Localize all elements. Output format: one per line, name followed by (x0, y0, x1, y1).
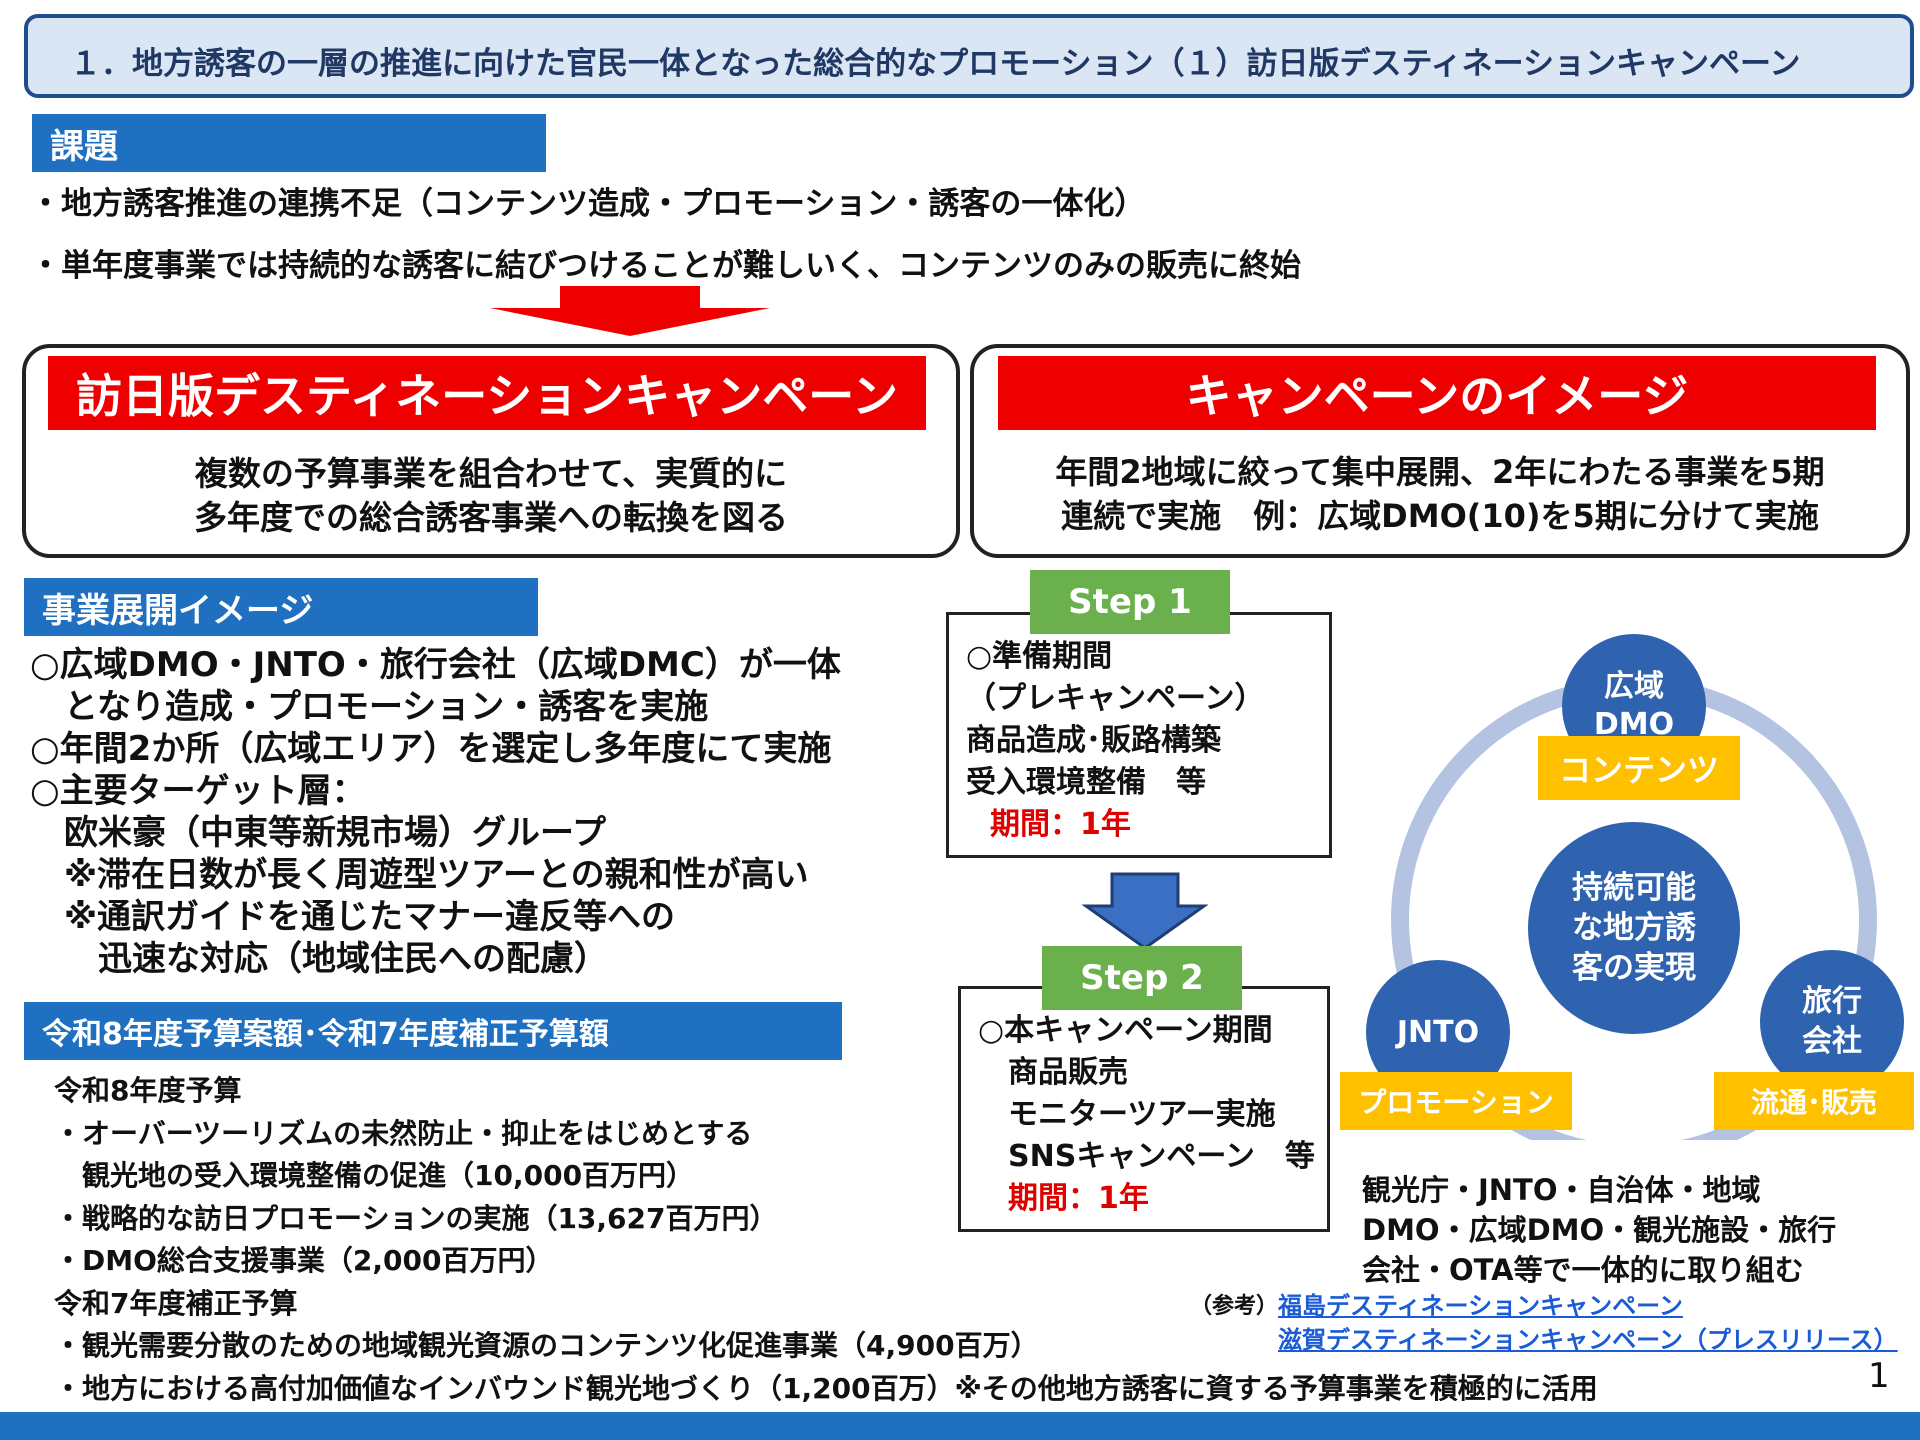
title-bar (24, 14, 1914, 98)
step2-line: ○本キャンペーン期間 (978, 1013, 1273, 1048)
business-line: ※通訳ガイドを通じたマナー違反等への (30, 897, 676, 937)
campaign-line-2: 多年度での総合誘客事業への転換を図る (194, 498, 788, 537)
step2-line: モニターツアー実施 (978, 1097, 1276, 1132)
business-line: ※滞在日数が長く周遊型ツアーとの親和性が高い (30, 855, 809, 895)
campaign-image-heading: キャンペーンのイメージ (998, 356, 1876, 430)
business-line: ○年間2か所（広域エリア）を選定し多年度にて実施 (30, 729, 832, 769)
step2-period: 期間：1年 (978, 1181, 1149, 1216)
reference-label: （参考） (1190, 1294, 1279, 1319)
budget-line: 令和8年度予算 (54, 1074, 242, 1107)
step1-period: 期間：1年 (990, 807, 1131, 842)
footer-bar (0, 1412, 1920, 1440)
step2-tab: Step 2 (1042, 946, 1242, 1010)
budget-line: 令和7年度補正予算 (54, 1286, 298, 1320)
step1-line: 受入環境整備 等 (966, 765, 1206, 800)
budget-line: ・オーバーツーリズムの未然防止・抑止をはじめとする (54, 1116, 753, 1150)
image-line-1: 年間2地域に絞って集中展開、2年にわたる事業を5期 (1055, 453, 1825, 491)
page-number: 1 (1868, 1356, 1890, 1396)
stakeholders-line: 会社・OTA等で一体的に取り組む (1362, 1253, 1804, 1287)
step2-line: 商品販売 (978, 1055, 1128, 1090)
stakeholders: 観光庁・JNTO・自治体・地域 DMO・広域DMO・観光施設・旅行 会社・OTA… (1362, 1170, 1836, 1290)
budget-line: ・観光需要分散のための地域観光資源のコンテンツ化促進事業（4,900百万） (54, 1329, 1039, 1362)
step-arrow-icon (1082, 872, 1208, 950)
step2-line: SNSキャンペーン 等 (978, 1139, 1315, 1174)
budget-line: 観光地の受入環境整備の促進（10,000百万円） (54, 1159, 695, 1192)
step1-content: ○準備期間 （プレキャンペーン） 商品造成･販路構築 受入環境整備 等 期間：1… (966, 636, 1265, 846)
page-title: １．地方誘客の一層の推進に向けた官民一体となった総合的なプロモーション（１）訪日… (70, 46, 1801, 82)
business-line: となり造成・プロモーション・誘客を実施 (30, 687, 709, 727)
center-circle: 持続可能 な地方誘 客の実現 (1528, 822, 1740, 1034)
business-line: 欧米豪（中東等新規市場）グループ (30, 813, 606, 853)
step1-line: 商品造成･販路構築 (966, 723, 1221, 758)
step1-box (946, 612, 1332, 858)
campaign-heading: 訪日版デスティネーションキャンペーン (48, 356, 926, 430)
business-lines: ○広域DMO・JNTO・旅行会社（広域DMC）が一体 となり造成・プロモーション… (30, 644, 841, 980)
stakeholders-line: DMO・広域DMO・観光施設・旅行 (1362, 1213, 1837, 1247)
issue-line-2: ・単年度事業では持続的な誘客に結びつけることが難しいく、コンテンツのみの販売に終… (30, 248, 1301, 284)
tag-promotion: プロモーション (1340, 1072, 1572, 1130)
budget-lines: 令和8年度予算 ・オーバーツーリズムの未然防止・抑止をはじめとする 観光地の受入… (54, 1070, 1598, 1410)
business-line: 迅速な対応（地域住民への配慮） (30, 939, 608, 979)
issues-label: 課題 (32, 114, 546, 172)
business-line: ○広域DMO・JNTO・旅行会社（広域DMC）が一体 (30, 645, 841, 685)
budget-line: ・地方における高付加価値なインバウンド観光地づくり（1,200百万）※その他地方… (54, 1371, 1598, 1405)
reference-link-shiga[interactable]: 滋賀デスティネーションキャンペーン（プレスリリース） (1278, 1326, 1898, 1354)
step2-content: ○本キャンペーン期間 商品販売 モニターツアー実施 SNSキャンペーン 等 期間… (978, 1010, 1315, 1220)
step1-line: ○準備期間 (966, 639, 1113, 674)
budget-label: 令和8年度予算案額･令和7年度補正予算額 (24, 1002, 842, 1060)
stakeholders-line: 観光庁・JNTO・自治体・地域 (1362, 1173, 1761, 1207)
circle-travel-agency: 旅行 会社 (1760, 950, 1904, 1094)
reference-link-fukushima[interactable]: 福島デスティネーションキャンペーン (1278, 1292, 1683, 1320)
business-label: 事業展開イメージ (24, 578, 538, 636)
issue-line-1: ・地方誘客推進の連携不足（コンテンツ造成・プロモーション・誘客の一体化） (30, 186, 1146, 222)
campaign-line-1: 複数の予算事業を組合わせて、実質的に (194, 454, 788, 493)
business-line: ○主要ターゲット層： (30, 771, 366, 811)
step1-line: （プレキャンペーン） (966, 681, 1265, 716)
step1-tab: Step 1 (1030, 570, 1230, 634)
budget-line: ・DMO総合支援事業（2,000百万円） (54, 1244, 554, 1277)
down-arrow-icon (490, 286, 770, 336)
tag-contents: コンテンツ (1538, 736, 1740, 800)
budget-line: ・戦略的な訪日プロモーションの実施（13,627百万円） (54, 1201, 778, 1235)
image-line-2: 連続で実施 例：広域DMO(10)を5期に分けて実施 (1061, 497, 1819, 535)
tag-distribution: 流通･販売 (1714, 1072, 1914, 1130)
